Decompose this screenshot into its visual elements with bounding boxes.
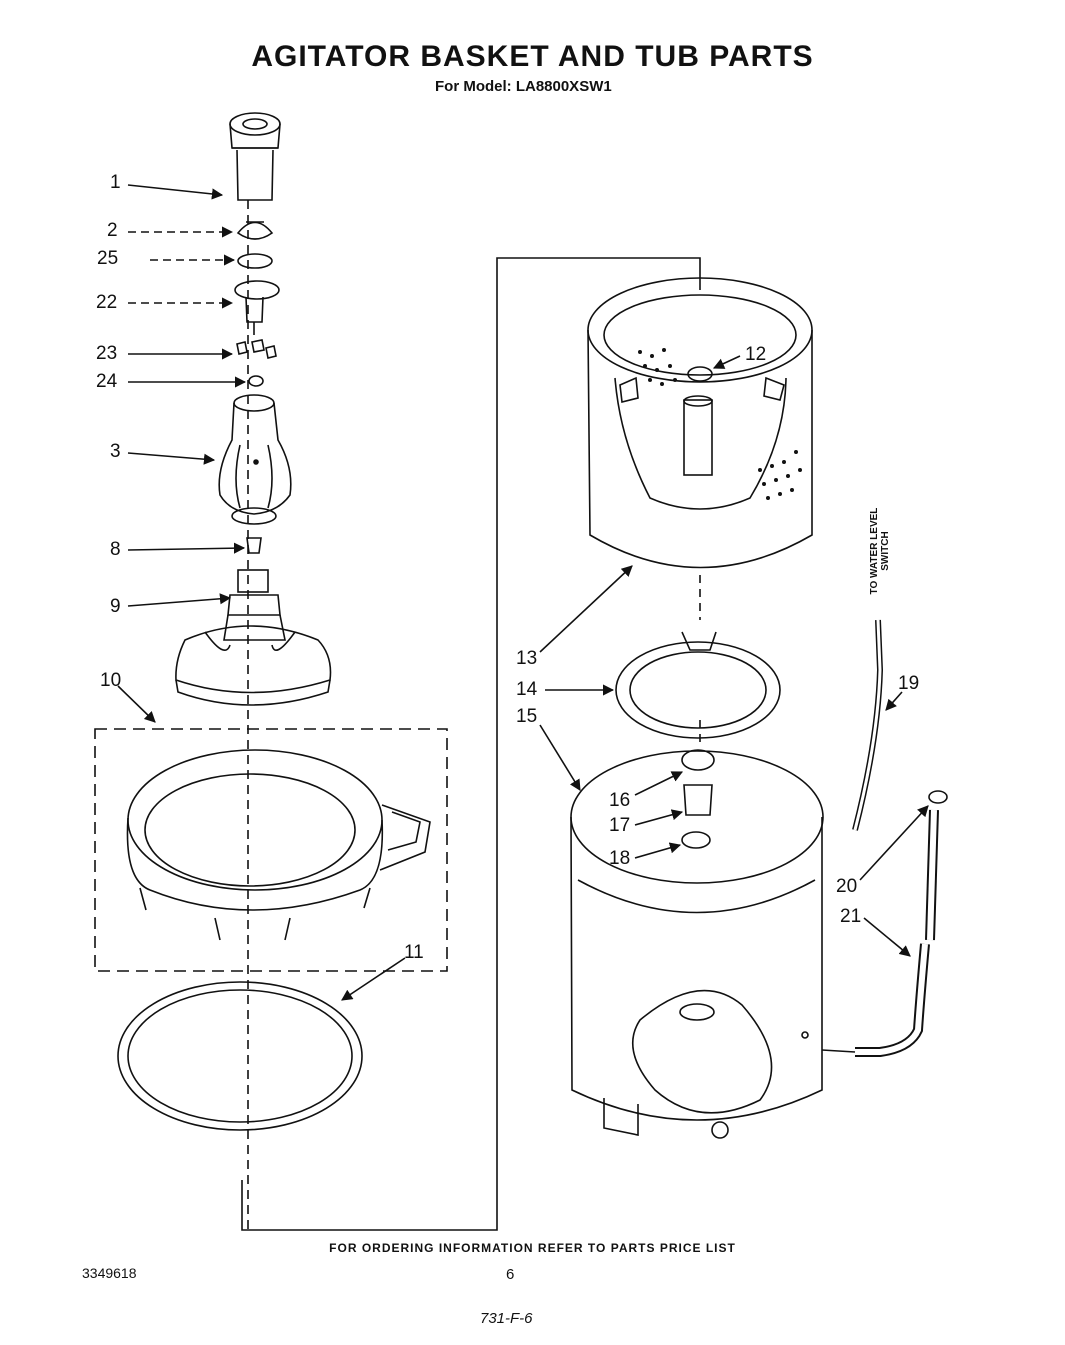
callout-13: 13 <box>516 648 538 669</box>
callout-12: 12 <box>745 344 767 365</box>
part-10-tub-ring <box>126 749 431 941</box>
assembly-connector-line <box>241 257 701 1231</box>
part-3-agitator-barrel <box>218 394 292 525</box>
handwritten-mark: 731-F-6 <box>480 1310 533 1327</box>
callout-2: 2 <box>107 220 118 241</box>
part-11-ring <box>117 981 363 1131</box>
part-20-clamp <box>928 790 948 804</box>
model-subtitle: For Model: LA8800XSW1 <box>435 78 612 95</box>
part-13-basket <box>587 277 813 569</box>
callout-22: 22 <box>96 292 118 313</box>
ordering-info-note: FOR ORDERING INFORMATION REFER TO PARTS … <box>329 1241 736 1255</box>
part-15-outer-tub <box>570 750 824 1139</box>
callout-20: 20 <box>836 876 858 897</box>
part-14-splash-ring <box>615 631 781 739</box>
part-10-group-box <box>94 728 448 972</box>
callout-23: 23 <box>96 343 118 364</box>
callout-1: 1 <box>110 172 121 193</box>
part-23-dogs <box>236 339 277 359</box>
part-12-nut <box>687 366 713 382</box>
part-24-washer <box>248 375 264 387</box>
page-title: AGITATOR BASKET AND TUB PARTS <box>251 40 814 73</box>
part-25-ring <box>237 253 273 269</box>
part-18-seal <box>681 831 711 849</box>
callout-14: 14 <box>516 679 538 700</box>
callout-17: 17 <box>609 815 631 836</box>
callout-9: 9 <box>110 596 121 617</box>
callout-16: 16 <box>609 790 631 811</box>
callout-8: 8 <box>110 539 121 560</box>
part-17-bushing <box>683 784 713 816</box>
part-21-drain-hose <box>821 809 939 1057</box>
callout-25: 25 <box>97 248 119 269</box>
callout-leaders <box>117 184 929 1001</box>
page-number: 6 <box>506 1266 515 1283</box>
callout-3: 3 <box>110 441 121 462</box>
part-9-agitator-base <box>175 569 332 706</box>
callout-24: 24 <box>96 371 118 392</box>
document-number: 3349618 <box>82 1265 137 1281</box>
part-16-clip <box>681 749 715 771</box>
water-level-switch-note: TO WATER LEVEL SWITCH <box>869 507 891 595</box>
part-agitator-cap <box>229 112 281 201</box>
callout-11: 11 <box>404 942 424 963</box>
callout-10: 10 <box>100 670 122 691</box>
part-22-dog-carrier <box>234 280 280 335</box>
callout-19: 19 <box>898 673 920 694</box>
basket-perforations <box>638 348 802 500</box>
callout-21: 21 <box>840 906 862 927</box>
callout-15: 15 <box>516 706 538 727</box>
part-2-cam <box>236 221 274 240</box>
part-8-bolt <box>246 537 262 554</box>
callout-18: 18 <box>609 848 631 869</box>
